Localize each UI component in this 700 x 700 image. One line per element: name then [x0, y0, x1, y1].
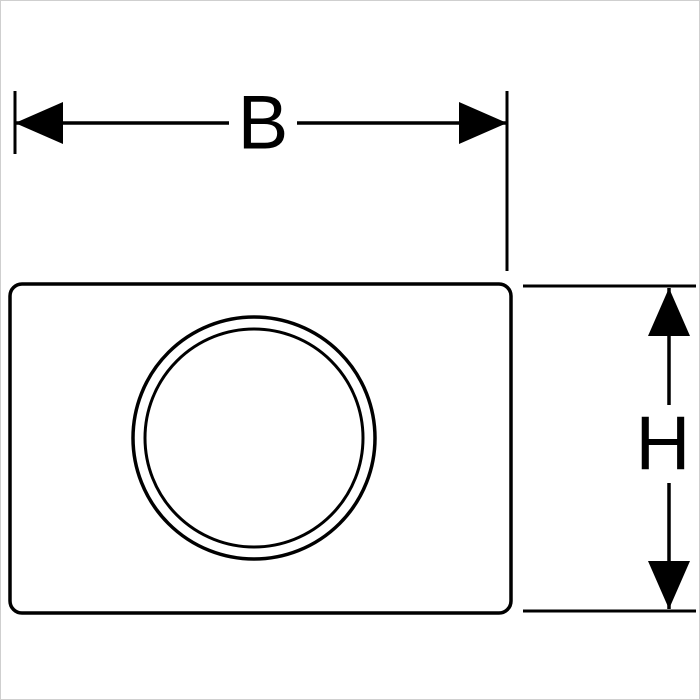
width-arrowhead-right-icon — [459, 102, 507, 144]
width-arrowhead-left-icon — [15, 102, 63, 144]
height-dimension-label: H — [636, 402, 691, 487]
flush-plate-outline — [8, 282, 513, 615]
button-inner-ring — [143, 327, 365, 549]
height-arrowhead-up-icon — [648, 288, 690, 336]
height-arrowhead-down-icon — [648, 561, 690, 609]
button-outer-ring — [131, 315, 377, 561]
width-dimension-label: B — [238, 81, 289, 166]
